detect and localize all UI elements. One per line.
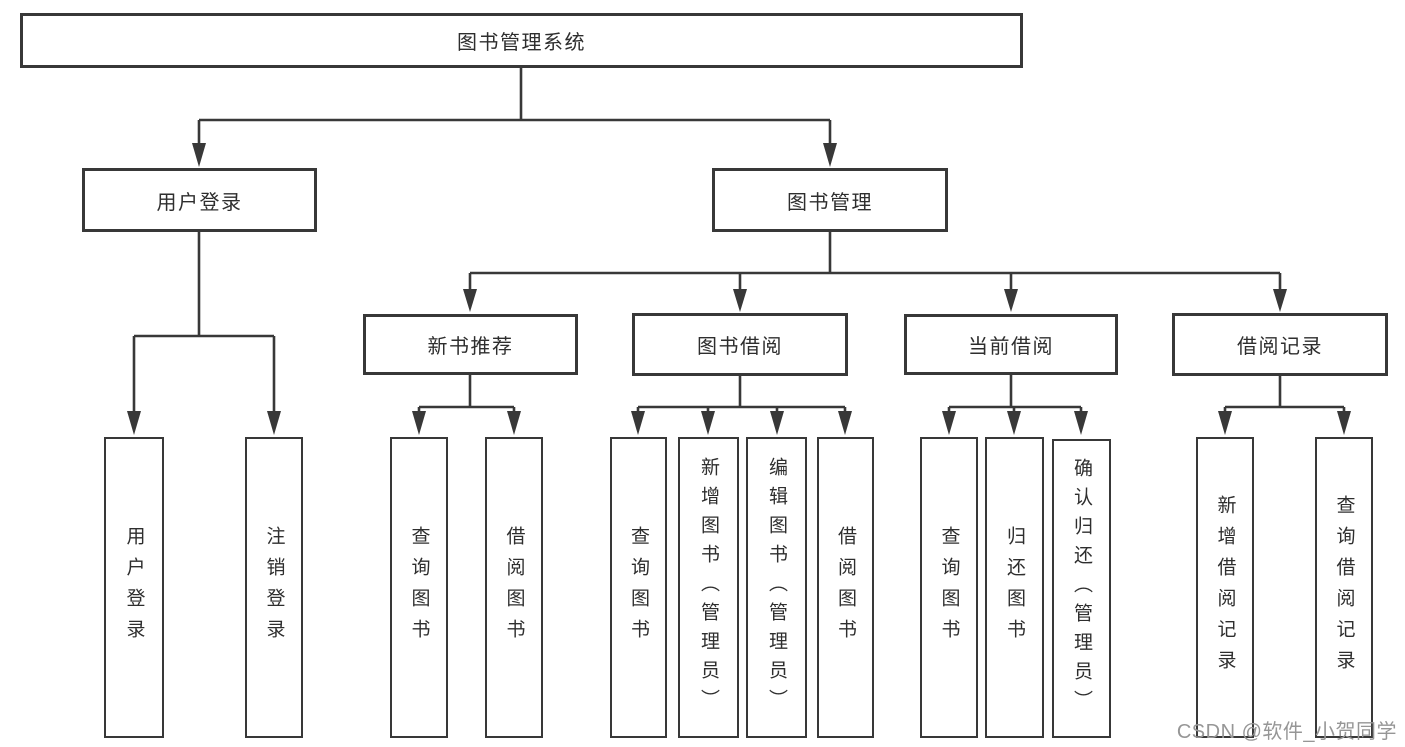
arrow-icon [1074, 411, 1088, 435]
arrow-icon [823, 143, 837, 167]
leaf-return-books-label: 归还图书 [1004, 525, 1025, 650]
leaf-query-books-recommend: 查询图书 [390, 437, 448, 738]
leaf-query-books-current-label: 查询图书 [938, 525, 960, 650]
leaf-borrow-books-recommend-label: 借阅图书 [503, 525, 525, 650]
leaf-logout-login: 注销登录 [245, 437, 303, 738]
arrow-icon [267, 411, 281, 435]
node-book-management-label: 图书管理 [787, 191, 873, 214]
node-current-borrow-label: 当前借阅 [968, 336, 1054, 358]
connector-user-login [132, 231, 276, 413]
leaf-logout-login-label: 注销登录 [263, 525, 285, 650]
leaf-query-books-recommend-label: 查询图书 [408, 525, 430, 650]
node-new-book-recommend-label: 新书推荐 [427, 336, 514, 358]
node-book-borrow-label: 图书借阅 [697, 336, 783, 358]
arrow-icon [701, 411, 715, 435]
connector-borrow-records [1223, 375, 1346, 414]
leaf-user-login-label: 用户登录 [123, 525, 145, 650]
leaf-query-borrow-record-label: 查询借阅记录 [1333, 494, 1355, 681]
leaf-return-books: 归还图书 [985, 437, 1044, 738]
arrow-icon [412, 411, 426, 435]
arrow-icon [127, 411, 141, 435]
node-root-label: 图书管理系统 [457, 32, 586, 54]
leaf-add-books-admin-label: 新增图书（管理员） [698, 457, 719, 718]
connector-book-borrow [636, 375, 847, 414]
arrowheads [127, 143, 1351, 435]
leaf-query-books-current: 查询图书 [920, 437, 978, 738]
node-user-login-group: 用户登录 [82, 168, 317, 232]
leaf-add-borrow-record-label: 新增借阅记录 [1214, 494, 1236, 681]
node-root: 图书管理系统 [20, 13, 1023, 68]
arrow-icon [733, 289, 747, 312]
node-current-borrow: 当前借阅 [904, 314, 1118, 375]
node-borrow-records-label: 借阅记录 [1237, 336, 1323, 358]
connector-new-book-recommend [417, 374, 516, 414]
arrow-icon [1007, 411, 1021, 435]
leaf-query-books-borrow-label: 查询图书 [628, 525, 649, 650]
node-book-management: 图书管理 [712, 168, 948, 232]
leaf-borrow-books-label: 借阅图书 [835, 525, 856, 650]
arrow-icon [1218, 411, 1232, 435]
arrow-icon [631, 411, 645, 435]
node-book-borrow: 图书借阅 [632, 313, 848, 376]
arrow-icon [770, 411, 784, 435]
arrow-icon [1273, 289, 1287, 312]
leaf-user-login: 用户登录 [104, 437, 164, 738]
node-user-login-group-label: 用户登录 [156, 191, 243, 214]
leaf-confirm-return-admin: 确认归还（管理员） [1052, 439, 1111, 738]
node-borrow-records: 借阅记录 [1172, 313, 1388, 376]
arrow-icon [1337, 411, 1351, 435]
arrow-icon [1004, 289, 1018, 312]
leaf-confirm-return-admin-label: 确认归还（管理员） [1071, 458, 1092, 719]
arrow-icon [192, 143, 206, 167]
leaf-add-books-admin: 新增图书（管理员） [678, 437, 739, 738]
connector-book-management [468, 231, 1282, 291]
leaf-edit-books-admin: 编辑图书（管理员） [746, 437, 807, 738]
leaf-edit-books-admin-label: 编辑图书（管理员） [766, 457, 787, 718]
arrow-icon [838, 411, 852, 435]
leaf-add-borrow-record: 新增借阅记录 [1196, 437, 1254, 738]
csdn-watermark: CSDN @软件_小贺同学 [1176, 721, 1397, 743]
arrow-icon [507, 411, 521, 435]
leaf-query-borrow-record: 查询借阅记录 [1315, 437, 1373, 738]
connector-root [197, 66, 832, 146]
arrow-icon [463, 289, 477, 312]
leaf-borrow-books: 借阅图书 [817, 437, 874, 738]
leaf-borrow-books-recommend: 借阅图书 [485, 437, 543, 738]
leaf-query-books-borrow: 查询图书 [610, 437, 667, 738]
node-new-book-recommend: 新书推荐 [363, 314, 578, 375]
arrow-icon [942, 411, 956, 435]
connector-current-borrow [947, 374, 1083, 414]
